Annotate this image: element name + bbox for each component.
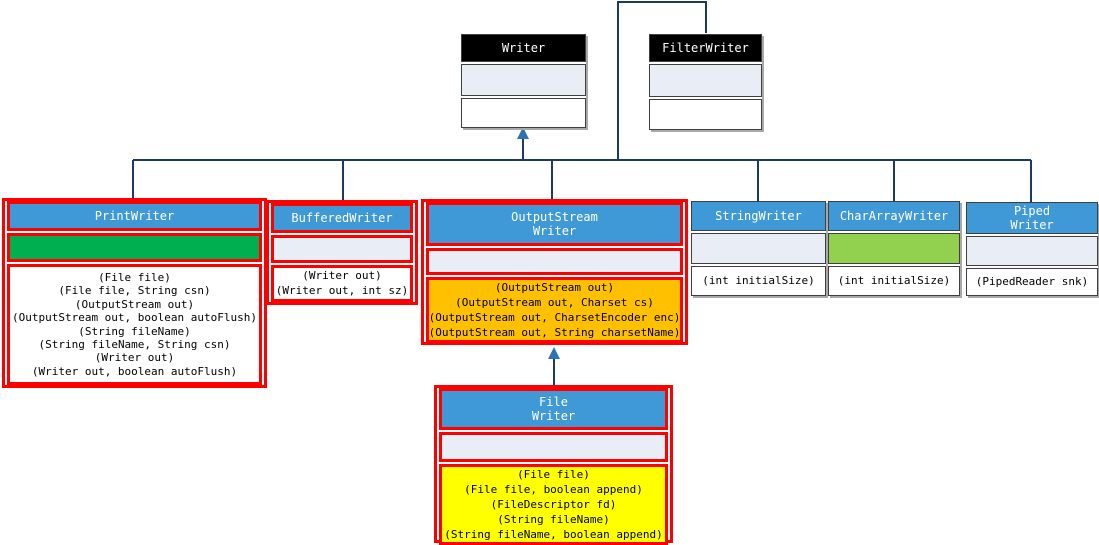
constructor-line: (String fileName, String csn) [38,337,231,351]
constructor-line: (Writer out) [302,269,382,282]
class-header: CharArrayWriter [828,201,960,231]
class-name: Writer [501,41,546,55]
fields-compartment [271,235,413,263]
constructor-line: (File file) [98,270,171,284]
class-name: OutputStream [511,210,598,224]
fields-compartment [649,64,762,97]
class-box-char-array-writer: CharArrayWriter (int initialSize) [828,201,960,296]
class-name: BufferedWriter [291,211,393,225]
fields-compartment [966,236,1098,266]
class-header: File Writer [439,388,668,430]
fields-compartment [461,64,586,96]
constructor-line: (OutputStream out, boolean autoFlush) [11,311,258,325]
fields-compartment [439,432,668,462]
class-header: OutputStream Writer [426,202,683,246]
inheritance-arrow-to-writer-icon [517,127,529,139]
constructor-line: (File file, boolean append) [464,483,643,496]
fields-compartment [828,233,960,264]
constructor-line: (Writer out, int sz) [275,283,409,297]
fields-compartment [7,233,262,262]
class-header: Writer [461,34,586,62]
constructors-compartment: (int initialSize) [691,266,826,296]
constructor-line: (OutputStream out, String charsetName) [428,326,681,339]
members-compartment [461,98,586,128]
constructor-line: (FileDescriptor fd) [490,498,617,511]
constructor-line: (int initialSize) [702,273,815,287]
constructors-compartment: (File file) (File file, boolean append) … [439,464,668,545]
class-box-string-writer: StringWriter (int initialSize) [691,201,826,296]
class-box-writer: Writer [461,34,586,128]
constructor-line: (File file, String csn) [58,284,211,298]
constructor-line: (Writer out) [94,351,175,365]
class-name-line2: Writer [531,409,576,423]
class-header: BufferedWriter [271,203,413,233]
constructor-line: (OutputStream out, CharsetEncoder enc) [428,311,681,324]
class-name: PrintWriter [94,209,175,223]
constructor-line: (OutputStream out) [74,297,195,311]
constructor-line: (String fileName) [497,513,610,526]
class-box-buffered-writer: BufferedWriter (Writer out) (Writer out,… [266,200,418,305]
class-name-line2: Writer [532,224,577,238]
class-box-filter-writer: FilterWriter [649,34,762,130]
class-name: Piped [1013,204,1051,218]
class-header: PrintWriter [7,201,262,231]
inheritance-arrow-to-output-stream-writer-icon [548,347,560,359]
constructor-line: (String fileName) [78,324,191,338]
class-name-line2: Writer [1010,218,1054,232]
fields-compartment [691,233,826,264]
constructors-compartment: (OutputStream out) (OutputStream out, Ch… [426,277,683,343]
class-header: Piped Writer [966,202,1098,234]
fields-compartment [426,248,683,275]
constructors-compartment: (File file) (File file, String csn) (Out… [7,264,262,385]
class-header: StringWriter [691,201,826,231]
constructor-line: (File file) [517,468,590,481]
class-box-piped-writer: Piped Writer (PipedReader snk) [966,202,1098,296]
class-name: StringWriter [715,209,802,223]
members-compartment [649,99,762,130]
constructors-compartment: (Writer out) (Writer out, int sz) [271,265,413,302]
constructor-line: (Writer out, boolean autoFlush) [31,364,238,378]
constructor-line: (PipedReader snk) [975,274,1089,288]
constructor-line: (int initialSize) [837,273,951,287]
class-box-output-stream-writer: OutputStream Writer (OutputStream out) (… [421,199,688,345]
class-name: CharArrayWriter [839,209,949,223]
class-header: FilterWriter [649,34,762,62]
class-name: FilterWriter [662,41,749,55]
constructor-line: (String fileName, boolean append) [444,528,663,541]
constructors-compartment: (PipedReader snk) [966,268,1098,296]
class-name: File [539,395,568,409]
class-box-print-writer: PrintWriter (File file) (File file, Stri… [2,198,267,388]
class-box-file-writer: File Writer (File file) (File file, bool… [434,385,673,545]
constructor-line: (OutputStream out, Charset cs) [455,296,654,309]
constructors-compartment: (int initialSize) [828,266,960,296]
constructor-line: (OutputStream out) [494,281,615,294]
